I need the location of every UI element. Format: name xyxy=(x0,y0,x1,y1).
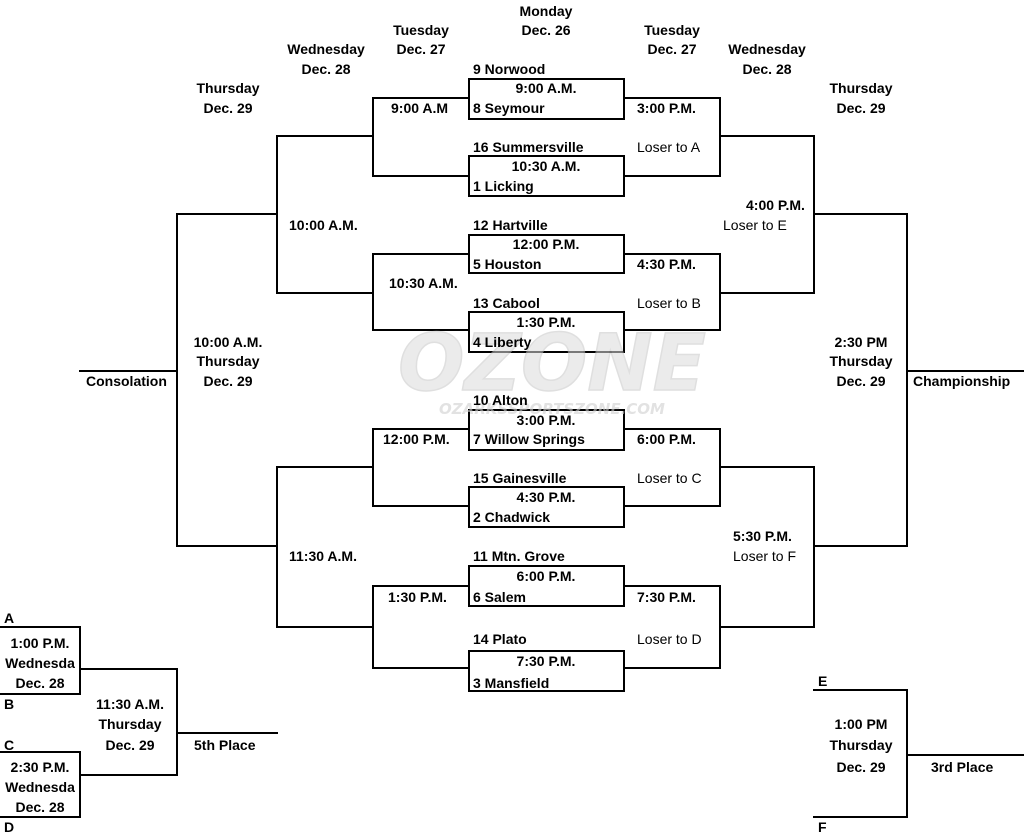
team-plato: 14 Plato xyxy=(473,631,527,647)
team-mtn-grove: 11 Mtn. Grove xyxy=(473,548,565,564)
header-right-thursday: Thursday xyxy=(829,80,893,96)
team-summersville: 16 Summersville xyxy=(473,139,584,155)
header-right-thursday-date: Dec. 29 xyxy=(836,100,886,116)
final-time: 2:30 PM xyxy=(834,334,888,350)
header-monday: Monday xyxy=(519,3,573,19)
game-box-8 xyxy=(468,650,625,692)
champ-r1-time-3: 6:00 P.M. xyxy=(637,431,696,447)
cons-final-time: 10:00 A.M. xyxy=(193,334,263,350)
game-3-time: 12:00 P.M. xyxy=(512,236,580,252)
team-alton: 10 Alton xyxy=(473,392,528,408)
game-4-time: 1:30 P.M. xyxy=(516,314,576,330)
cons-r1-time-1: 9:00 A.M xyxy=(391,100,449,116)
team-cabool: 13 Cabool xyxy=(473,295,540,311)
slot-label-b: B xyxy=(4,696,15,712)
cons-final-day: Thursday xyxy=(196,353,260,369)
fifth-game1-time: 1:00 P.M. xyxy=(10,635,70,651)
header-left-wednesday: Wednesday xyxy=(287,41,365,57)
header-left-tuesday: Tuesday xyxy=(393,22,449,38)
game-6-time: 4:30 P.M. xyxy=(516,489,576,505)
team-norwood: 9 Norwood xyxy=(473,61,546,77)
header-left-tuesday-date: Dec. 27 xyxy=(396,41,446,57)
third-place-time: 1:00 PM xyxy=(834,716,888,732)
game-2-time: 10:30 A.M. xyxy=(511,158,581,174)
game-8-time: 7:30 P.M. xyxy=(516,653,576,669)
third-place-date: Dec. 29 xyxy=(836,759,886,775)
final-date: Dec. 29 xyxy=(836,373,886,389)
fifth-game2-time: 2:30 P.M. xyxy=(10,759,70,775)
fifth-game2-date: Dec. 28 xyxy=(15,799,65,815)
loser-note-d: Loser to D xyxy=(637,631,702,647)
fifth-place-label: 5th Place xyxy=(194,737,256,753)
fifth-game2-day: Wednesda xyxy=(5,779,75,795)
header-monday-date: Dec. 26 xyxy=(521,22,571,38)
cons-r1-time-2: 10:30 A.M. xyxy=(389,275,458,291)
team-seymour: 8 Seymour xyxy=(473,100,545,116)
semi-1-note: Loser to E xyxy=(723,217,787,233)
team-mansfield: 3 Mansfield xyxy=(473,675,550,691)
fifth-final-day: Thursday xyxy=(98,716,162,732)
header-left-wednesday-date: Dec. 28 xyxy=(301,61,351,77)
fifth-game1-day: Wednesda xyxy=(5,655,75,671)
game-5-time: 3:00 P.M. xyxy=(516,412,576,428)
semi-2-time: 5:30 P.M. xyxy=(733,528,792,544)
championship-label: Championship xyxy=(913,373,1011,389)
header-right-wednesday: Wednesday xyxy=(728,41,806,57)
team-salem: 6 Salem xyxy=(473,589,526,605)
semi-2-note: Loser to F xyxy=(733,548,797,564)
consolation-label: Consolation xyxy=(86,373,167,389)
fifth-game1-date: Dec. 28 xyxy=(15,675,65,691)
slot-label-f: F xyxy=(818,819,827,835)
game-1-time: 9:00 A.M. xyxy=(515,80,577,96)
champ-r1-time-4: 7:30 P.M. xyxy=(637,589,696,605)
team-gainesville: 15 Gainesville xyxy=(473,470,567,486)
game-box-4 xyxy=(468,311,625,353)
header-right-tuesday: Tuesday xyxy=(644,22,700,38)
third-place-label: 3rd Place xyxy=(931,759,994,775)
header-left-thursday: Thursday xyxy=(196,80,260,96)
slot-label-a: A xyxy=(4,610,15,626)
semi-1-time: 4:00 P.M. xyxy=(746,197,805,213)
loser-note-b: Loser to B xyxy=(637,295,701,311)
header-right-tuesday-date: Dec. 27 xyxy=(647,41,697,57)
champ-r1-time-2: 4:30 P.M. xyxy=(637,256,696,272)
team-licking: 1 Licking xyxy=(473,178,534,194)
cons-r2-time-1: 10:00 A.M. xyxy=(289,217,358,233)
champ-r1-time-1: 3:00 P.M. xyxy=(637,100,696,116)
team-liberty: 4 Liberty xyxy=(473,334,532,350)
cons-r1-time-3: 12:00 P.M. xyxy=(383,431,450,447)
header-left-thursday-date: Dec. 29 xyxy=(203,100,253,116)
team-hartville: 12 Hartville xyxy=(473,217,548,233)
third-place-day: Thursday xyxy=(829,737,893,753)
fifth-final-time: 11:30 A.M. xyxy=(96,696,164,712)
loser-note-c: Loser to C xyxy=(637,470,702,486)
cons-final-date: Dec. 29 xyxy=(203,373,253,389)
header-right-wednesday-date: Dec. 28 xyxy=(742,61,792,77)
slot-label-d: D xyxy=(4,819,15,835)
slot-label-e: E xyxy=(818,673,828,689)
team-houston: 5 Houston xyxy=(473,256,542,272)
team-chadwick: 2 Chadwick xyxy=(473,509,551,525)
team-willow-springs: 7 Willow Springs xyxy=(473,431,585,447)
game-7-time: 6:00 P.M. xyxy=(516,568,576,584)
loser-note-a: Loser to A xyxy=(637,139,701,155)
cons-r2-time-2: 11:30 A.M. xyxy=(289,548,357,564)
fifth-final-date: Dec. 29 xyxy=(105,737,155,753)
cons-r1-time-4: 1:30 P.M. xyxy=(388,589,447,605)
final-day: Thursday xyxy=(829,353,893,369)
slot-label-c: C xyxy=(4,737,15,753)
